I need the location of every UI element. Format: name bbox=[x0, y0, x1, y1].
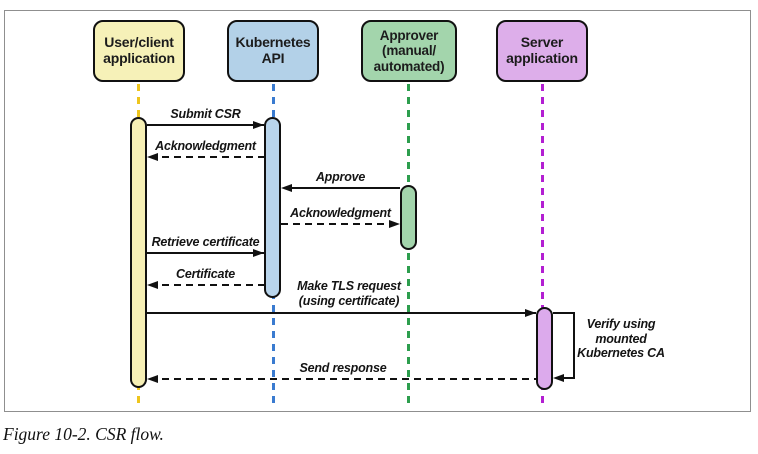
lifeline-server bbox=[541, 84, 544, 408]
message-label-acknowledgment-2: Acknowledgment bbox=[290, 206, 391, 220]
arrowhead-right-icon bbox=[389, 219, 400, 228]
message-label-approve: Approve bbox=[315, 170, 366, 184]
actor-box-user: User/client application bbox=[93, 20, 185, 82]
self-loop-right-line bbox=[573, 312, 576, 379]
message-line-certificate bbox=[150, 284, 264, 287]
self-loop-top-line bbox=[553, 312, 575, 315]
arrowhead-left-icon bbox=[147, 152, 158, 161]
activation-bar-user bbox=[130, 117, 147, 388]
arrowhead-left-icon bbox=[553, 373, 564, 382]
message-line-submit-csr bbox=[147, 124, 264, 127]
arrowhead-right-icon bbox=[253, 248, 264, 257]
actor-box-server: Server application bbox=[496, 20, 588, 82]
arrowhead-left-icon bbox=[147, 280, 158, 289]
message-label-certificate: Certificate bbox=[176, 267, 235, 281]
activation-bar-server bbox=[536, 307, 553, 390]
message-line-approve bbox=[284, 187, 400, 190]
actor-box-kubernetes-api: Kubernetes API bbox=[227, 20, 319, 82]
message-label-submit-csr: Submit CSR bbox=[170, 107, 241, 121]
message-label-send-response: Send response bbox=[299, 361, 387, 375]
message-line-acknowledgment-1 bbox=[150, 156, 264, 159]
message-label-make-tls-request: Make TLS request (using certificate) bbox=[297, 279, 401, 308]
actor-box-approver: Approver (manual/ automated) bbox=[361, 20, 457, 82]
message-label-retrieve-certificate: Retrieve certificate bbox=[151, 235, 260, 249]
message-label-verify-using-ca: Verify using mounted Kubernetes CA bbox=[577, 317, 665, 360]
self-loop-bottom-line bbox=[564, 377, 575, 380]
activation-bar-approver bbox=[400, 185, 417, 250]
message-line-acknowledgment-2 bbox=[281, 223, 397, 226]
figure-caption: Figure 10-2. CSR flow. bbox=[3, 424, 164, 444]
arrowhead-left-icon bbox=[281, 183, 292, 192]
message-line-retrieve-certificate bbox=[147, 252, 264, 255]
arrowhead-left-icon bbox=[147, 374, 158, 383]
message-line-make-tls-request bbox=[147, 312, 536, 315]
arrowhead-right-icon bbox=[253, 120, 264, 129]
arrowhead-right-icon bbox=[525, 308, 536, 317]
activation-bar-kubernetes-api bbox=[264, 117, 281, 298]
message-line-send-response bbox=[150, 378, 537, 381]
message-label-acknowledgment-1: Acknowledgment bbox=[155, 139, 256, 153]
